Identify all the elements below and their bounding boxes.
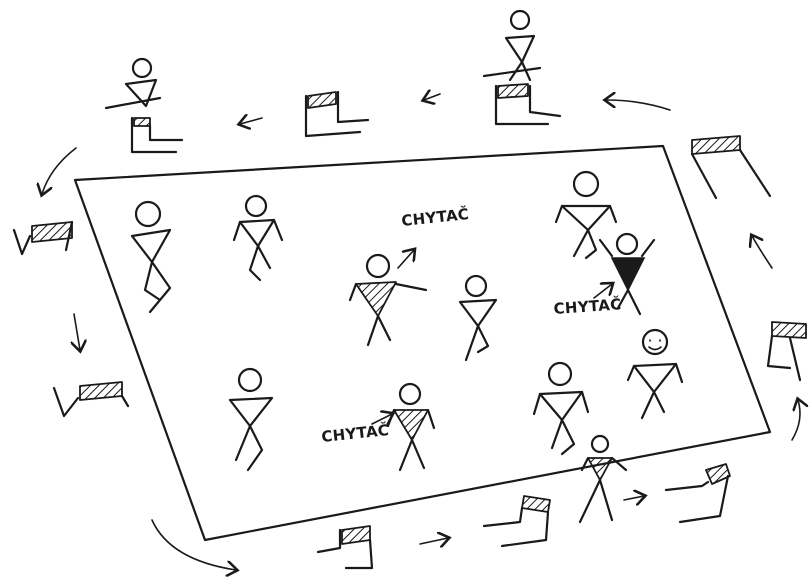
arrow-icon — [420, 538, 448, 544]
tagger-label: CHYTAČ — [320, 420, 390, 446]
player-figure — [460, 276, 496, 360]
player-figure — [628, 330, 682, 418]
player-figure — [580, 436, 626, 522]
bench-with-player — [106, 59, 182, 152]
arrow-icon — [398, 250, 414, 268]
arrow-icon — [752, 236, 772, 268]
tagger-figure — [388, 384, 434, 470]
arrow-icon — [424, 94, 440, 100]
player-figure — [230, 369, 272, 470]
bench-icon — [306, 92, 368, 136]
bench-icon — [484, 496, 550, 546]
bench-icon — [768, 322, 806, 380]
arrow-icon — [792, 400, 800, 440]
bench-icon — [666, 464, 730, 522]
tagger-label: CHYTAČ — [400, 204, 470, 230]
tagger-figure — [350, 255, 426, 345]
tagger-label: CHYTAČ — [553, 294, 622, 318]
arrow-icon — [624, 496, 644, 500]
player-figure — [234, 196, 282, 280]
player-figure — [132, 202, 170, 312]
bench-with-player — [484, 11, 560, 124]
arrow-icon — [606, 100, 670, 110]
player-figure — [556, 172, 616, 258]
arrow-icon — [240, 118, 262, 124]
playing-field — [75, 146, 770, 540]
arrow-icon — [74, 314, 80, 350]
arrow-icon — [152, 520, 236, 570]
bench-icon — [54, 382, 128, 416]
bench-icon — [692, 136, 770, 198]
bench-icon — [14, 222, 72, 254]
player-figure — [534, 363, 588, 454]
bench-icon — [318, 526, 372, 568]
arrow-icon — [42, 148, 76, 194]
